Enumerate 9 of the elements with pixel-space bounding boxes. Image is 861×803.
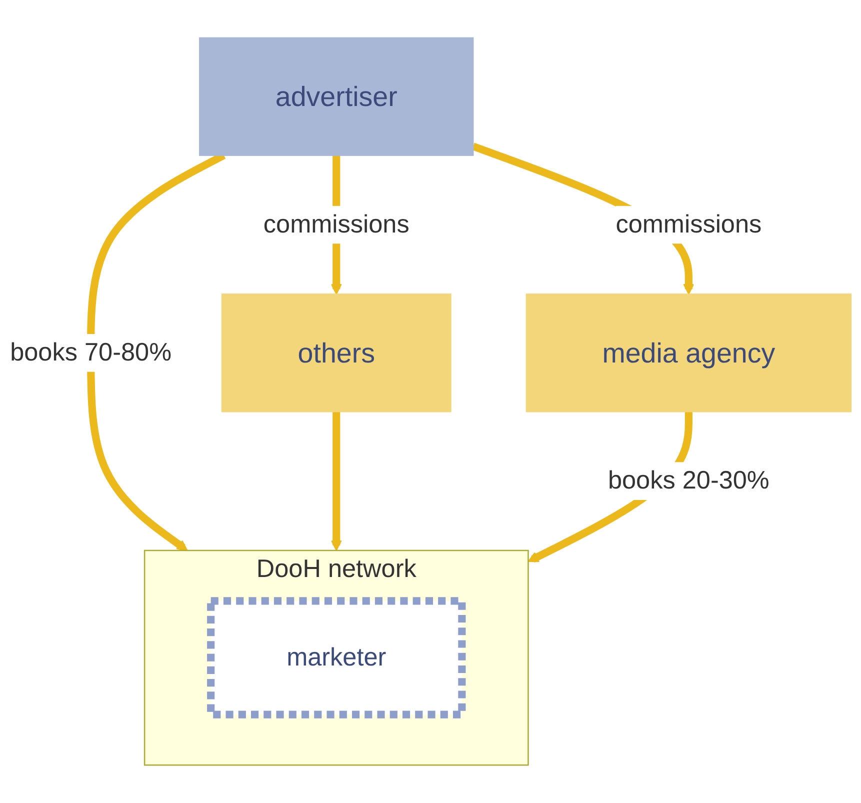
- node-box: others: [221, 294, 452, 412]
- node-box: marketer: [207, 597, 466, 718]
- edge-label: commissions: [263, 210, 410, 239]
- arrow: [330, 412, 342, 551]
- edge-label: books 70-80%: [10, 339, 172, 367]
- node-box: media agency: [526, 294, 852, 412]
- node-box: advertiser: [199, 37, 474, 156]
- edge-label: books 20-30%: [608, 467, 770, 495]
- edge-label: commissions: [616, 210, 762, 239]
